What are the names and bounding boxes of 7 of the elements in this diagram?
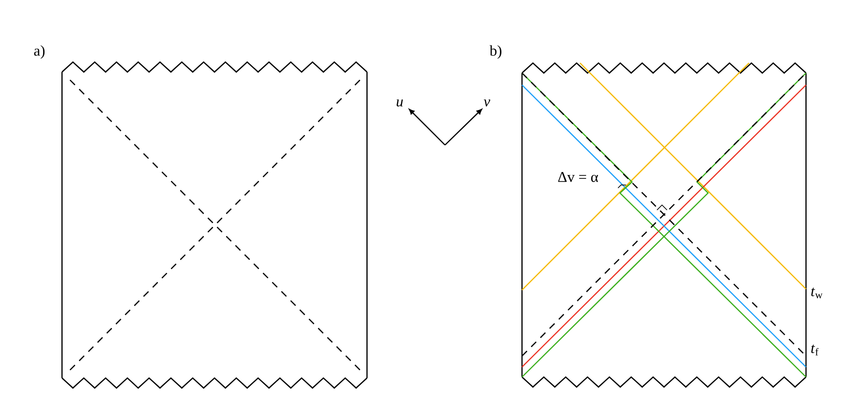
formula-label: Δv = α [558,172,598,182]
time-label: t$_{w}$ [811,288,823,298]
panel-label: a) [34,45,45,59]
time-label: t$_{f}$ [811,344,819,356]
axis-label: v [484,100,490,106]
axis-label: u [396,100,403,107]
panel-label: b) [490,45,502,59]
